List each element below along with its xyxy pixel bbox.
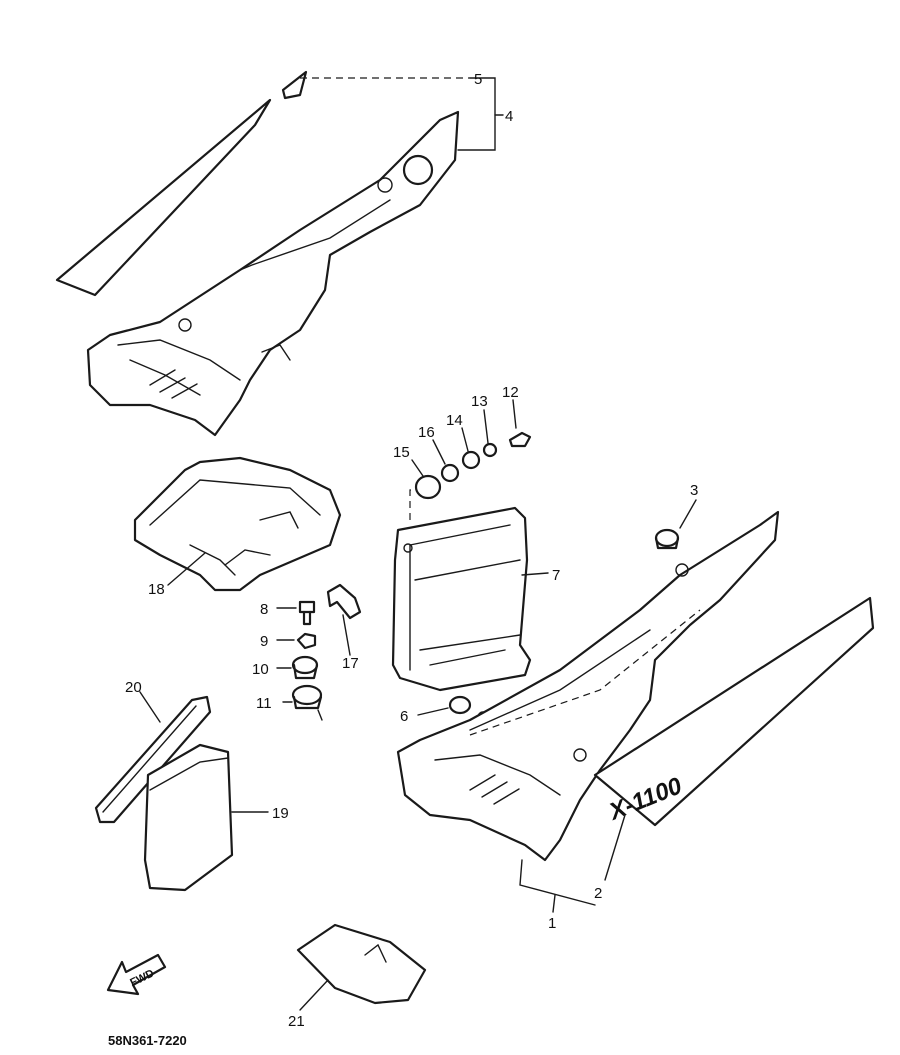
- upper-side-cover: [86, 110, 460, 437]
- callout-7: 7: [552, 567, 560, 584]
- callout-10: 10: [252, 661, 269, 678]
- callout-9: 9: [260, 633, 268, 650]
- callout-21: 21: [288, 1013, 305, 1030]
- callout-14: 14: [446, 412, 463, 429]
- bolt-and-grommet-stack: [291, 600, 323, 721]
- callout-8: 8: [260, 601, 268, 618]
- callout-12: 12: [502, 384, 519, 401]
- battery-box: [391, 506, 532, 692]
- callout-17: 17: [342, 655, 359, 672]
- callout-4: 4: [505, 108, 513, 125]
- callout-13: 13: [471, 393, 488, 410]
- callout-11: 11: [256, 695, 272, 712]
- bracket-clip: [326, 583, 362, 620]
- callout-20: 20: [125, 679, 142, 696]
- cover-pad: [296, 923, 427, 1005]
- battery-strap: [94, 695, 212, 824]
- part-code: 58N361-7220: [108, 1033, 187, 1048]
- callout-16: 16: [418, 424, 435, 441]
- battery-block: [143, 743, 234, 892]
- callout-1: 1: [548, 915, 556, 932]
- forward-arrow-icon: FWD: [106, 953, 167, 996]
- callout-3: 3: [690, 482, 698, 499]
- lower-side-cover: [396, 510, 780, 862]
- upper-stripe-decal: [55, 70, 308, 297]
- rubber-cap: [654, 528, 680, 550]
- callout-19: 19: [272, 805, 289, 822]
- electrical-tray: [133, 456, 342, 592]
- fastener-stack: [414, 431, 532, 500]
- callout-6: 6: [400, 708, 408, 725]
- callout-5: 5: [474, 71, 482, 88]
- callout-2: 2: [594, 885, 602, 902]
- callout-18: 18: [148, 581, 165, 598]
- callout-15: 15: [393, 444, 410, 461]
